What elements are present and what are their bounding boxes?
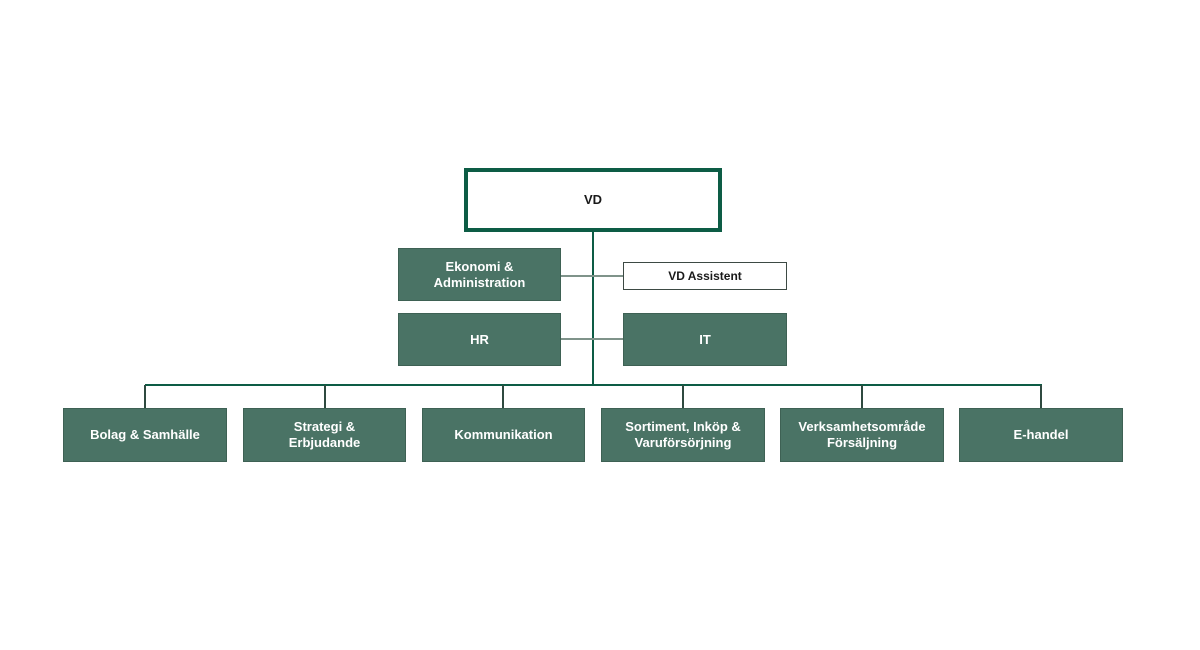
org-node-bolag-samhalle: Bolag & Samhälle: [63, 408, 227, 462]
org-node-label: Verksamhetsområde Försäljning: [798, 419, 926, 450]
org-node-strategi-erbjudande: Strategi & Erbjudande: [243, 408, 406, 462]
org-node-label: Ekonomi & Administration: [433, 258, 526, 290]
org-node-vd-assistent: VD Assistent: [623, 262, 787, 290]
connector-drop: [861, 385, 863, 408]
connector-drop: [502, 385, 504, 408]
org-node-label: IT: [699, 331, 711, 347]
org-node-kommunikation: Kommunikation: [422, 408, 585, 462]
connector-root-vertical: [592, 232, 594, 385]
connector-drop: [144, 385, 146, 408]
connector-drop: [682, 385, 684, 408]
org-node-label: Strategi & Erbjudande: [288, 419, 361, 450]
connector-drop: [1040, 385, 1042, 408]
org-node-vd: VD: [464, 168, 722, 232]
org-node-ekonomi-administration: Ekonomi & Administration: [398, 248, 561, 301]
org-node-label: HR: [470, 331, 489, 347]
connector-drop: [324, 385, 326, 408]
connector-hr-it: [561, 338, 623, 340]
org-node-verksamhetsomrade-forsaljning: Verksamhetsområde Försäljning: [780, 408, 944, 462]
org-node-it: IT: [623, 313, 787, 366]
org-node-label: Kommunikation: [454, 427, 553, 442]
connector-ekonomi-assistent: [561, 275, 623, 277]
org-node-label: VD Assistent: [668, 269, 742, 283]
org-node-sortiment-inkop-varuforsorjning: Sortiment, Inköp & Varuförsörjning: [601, 408, 765, 462]
org-node-label: Bolag & Samhälle: [90, 427, 200, 442]
org-node-label: VD: [583, 192, 603, 207]
connector-bus-horizontal: [145, 384, 1042, 386]
org-node-e-handel: E-handel: [959, 408, 1123, 462]
org-node-label: E-handel: [1013, 427, 1069, 442]
org-node-hr: HR: [398, 313, 561, 366]
org-node-label: Sortiment, Inköp & Varuförsörjning: [625, 419, 741, 450]
